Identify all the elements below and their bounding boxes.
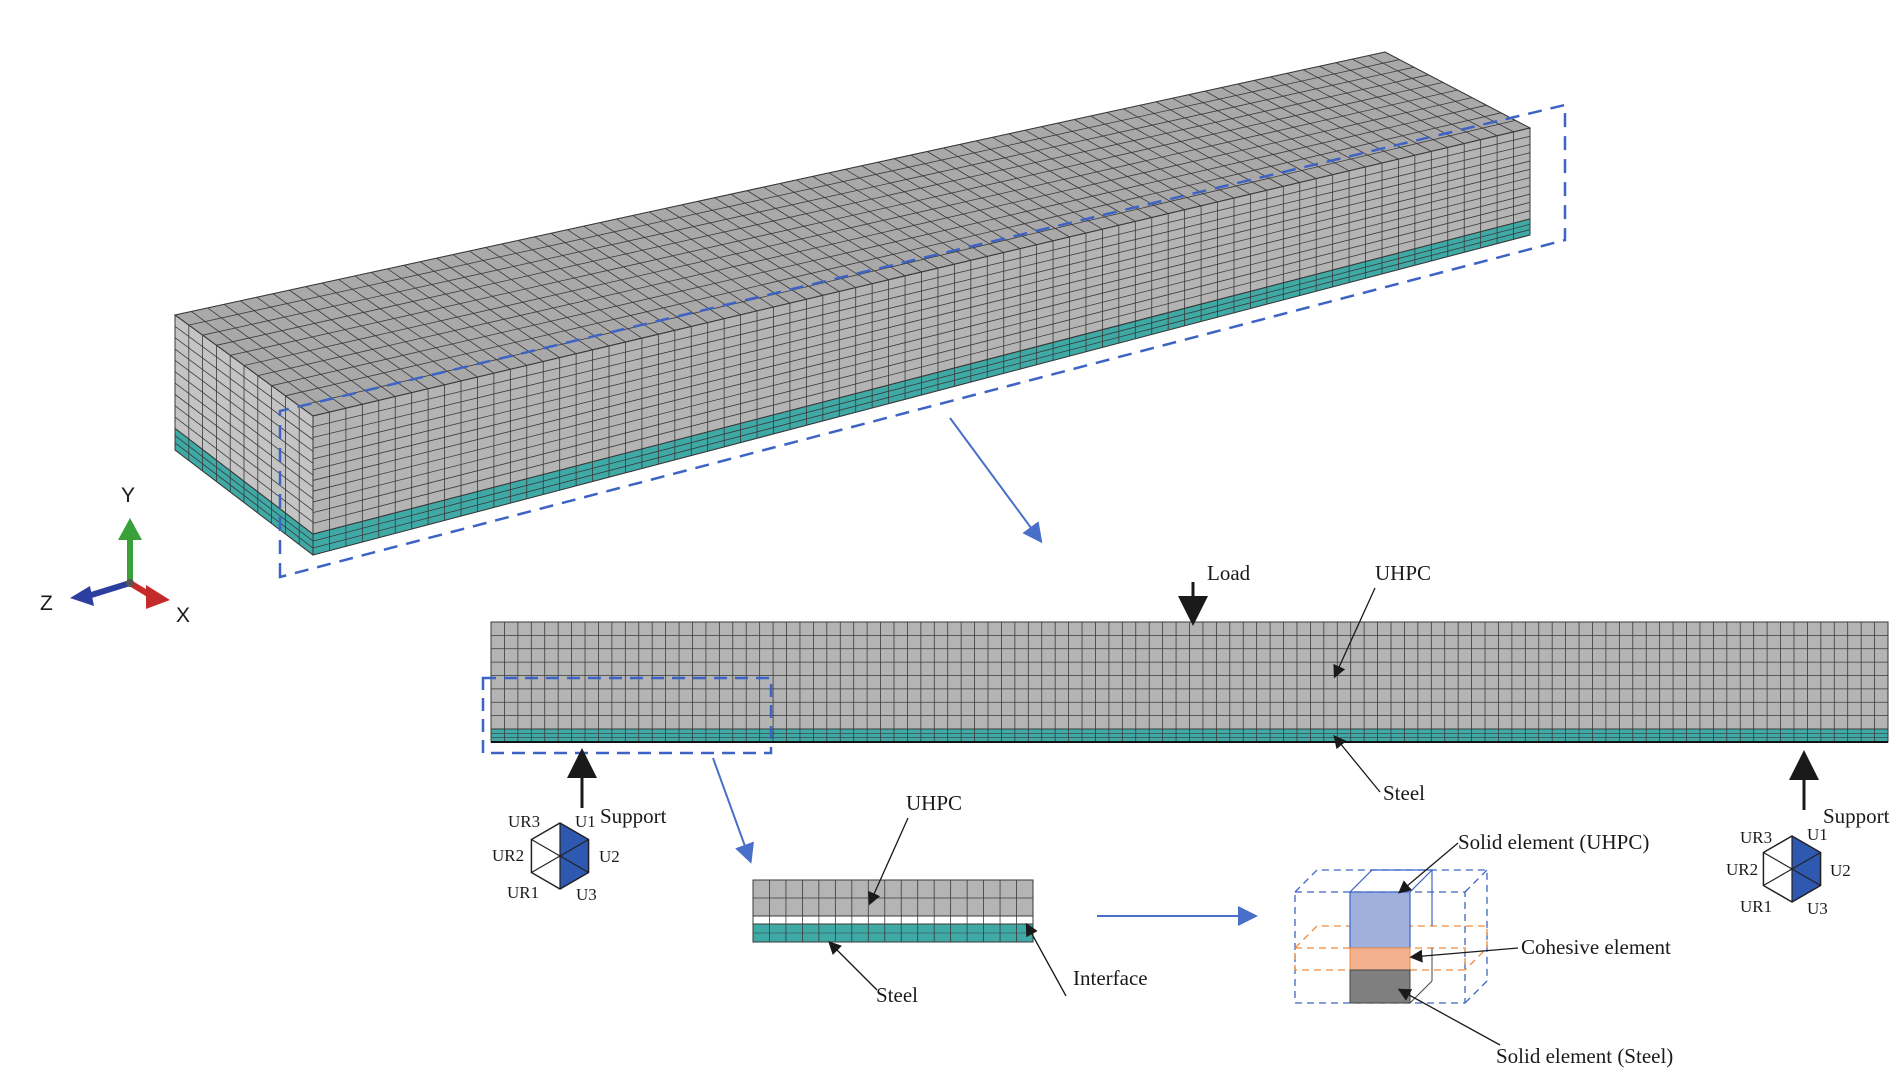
uhpc-leader [1333, 587, 1376, 679]
right-dof-hexagon [1762, 835, 1822, 903]
solid-steel-leader [1397, 988, 1501, 1046]
support-zoom-frame [481, 676, 773, 755]
interface-leader [1025, 922, 1067, 997]
cohesive-label: Cohesive element [1521, 935, 1671, 959]
left-dof-u2: U2 [599, 847, 620, 866]
fixed-dof-wedge [1792, 836, 1821, 902]
load-label: Load [1207, 561, 1251, 585]
left-support: Support UR3 UR2 UR1 U1 U2 U3 [492, 748, 667, 904]
cohesive-element [1349, 947, 1411, 971]
element-schematic: Solid element (UHPC) Cohesive element So… [1294, 830, 1673, 1068]
right-dof-u3: U3 [1807, 899, 1828, 918]
right-dof-u1: U1 [1807, 825, 1828, 844]
left-dof-ur3: UR3 [508, 812, 540, 831]
z-axis-arrow [70, 586, 94, 606]
left-dof-u3: U3 [576, 885, 597, 904]
detail-steel-label: Steel [876, 983, 918, 1007]
cohesive-leader [1409, 947, 1519, 963]
uhpc-label: UHPC [1375, 561, 1431, 585]
interface-label: Interface [1073, 966, 1148, 990]
detail-uhpc-label: UHPC [906, 791, 962, 815]
right-support: Support UR3 UR2 UR1 U1 U2 U3 [1726, 750, 1890, 918]
solid-uhpc-label: Solid element (UHPC) [1458, 830, 1649, 854]
steel-label: Steel [1383, 781, 1425, 805]
right-support-label: Support [1823, 804, 1890, 828]
y-axis-label: Y [121, 484, 135, 507]
interface-detail: UHPC Steel Interface [752, 791, 1258, 1007]
solid-uhpc-element [1349, 891, 1411, 949]
axis-triad: Y Z X [40, 484, 190, 627]
left-dof-hexagon [530, 822, 590, 890]
x-axis-arrow [146, 585, 170, 609]
solid-steel-label: Solid element (Steel) [1496, 1044, 1673, 1068]
zoom-arrow-to-section [949, 417, 1043, 544]
right-dof-u2: U2 [1830, 861, 1851, 880]
y-axis-arrow [118, 518, 142, 540]
left-dof-ur1: UR1 [507, 883, 539, 902]
x-axis-label: X [176, 604, 190, 627]
fixed-dof-wedge [560, 823, 589, 889]
uhpc-detail-leader [868, 817, 909, 906]
detail-interface-layer [752, 915, 1034, 925]
steel-detail-leader [828, 941, 878, 991]
solid-steel-element [1349, 969, 1411, 1004]
beam-side-section: Load UHPC Steel [481, 561, 1889, 864]
beam-3d-model [173, 51, 1567, 579]
right-dof-ur1: UR1 [1740, 897, 1772, 916]
solid-uhpc-leader [1398, 842, 1459, 894]
steel-leader [1333, 734, 1381, 793]
left-dof-ur2: UR2 [492, 846, 524, 865]
zoom-arrow-to-detail [712, 757, 754, 864]
right-dof-ur2: UR2 [1726, 860, 1758, 879]
left-support-label: Support [600, 804, 667, 828]
left-dof-u1: U1 [575, 812, 596, 831]
z-axis-label: Z [40, 592, 53, 615]
right-dof-ur3: UR3 [1740, 828, 1772, 847]
